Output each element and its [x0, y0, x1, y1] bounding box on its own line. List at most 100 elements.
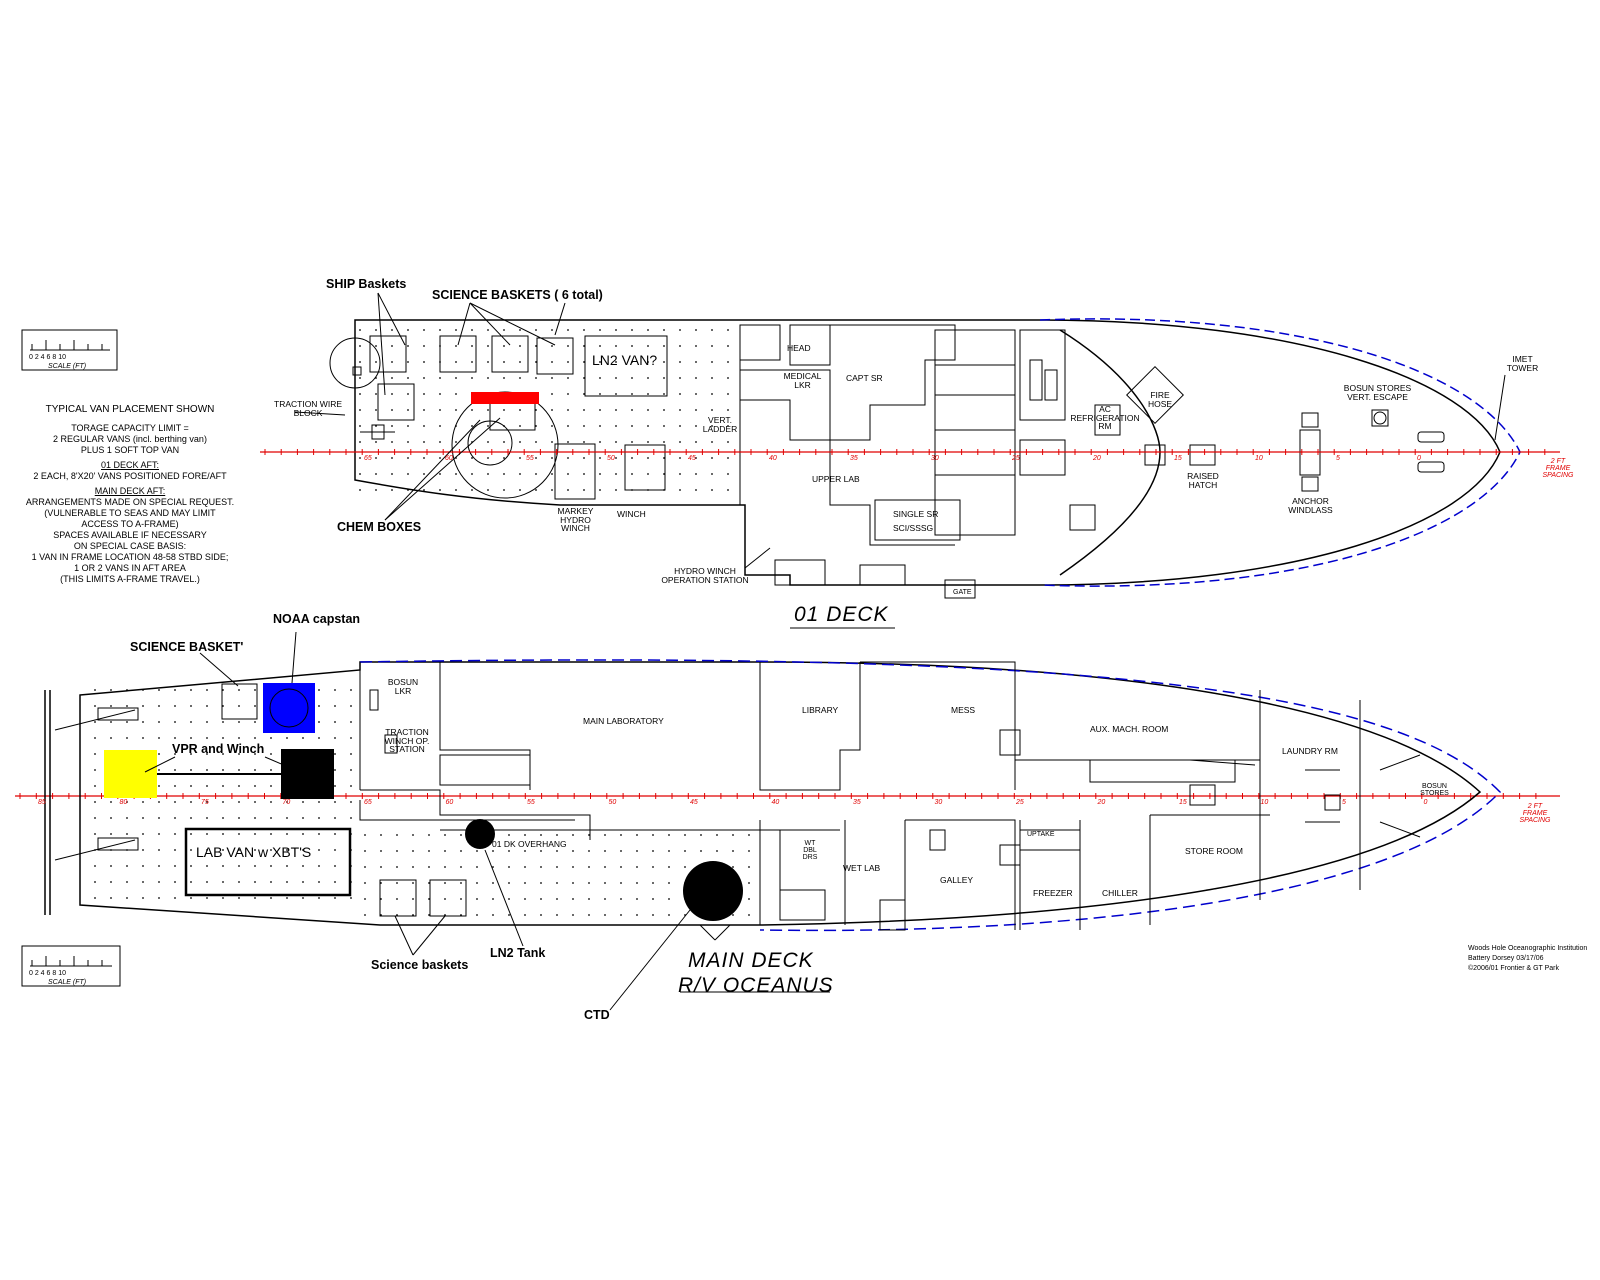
deck-dot [615, 425, 617, 427]
deck-dot [190, 737, 192, 739]
deck-dot [158, 753, 160, 755]
deck-dot [142, 721, 144, 723]
frame-number: 60 [445, 799, 454, 806]
deck-dot [519, 457, 521, 459]
deck-dot [222, 753, 224, 755]
deck-dot [652, 914, 654, 916]
deck-dot [174, 721, 176, 723]
deck-dot [94, 785, 96, 787]
deck-dot [524, 882, 526, 884]
deck-dot [583, 457, 585, 459]
deck-dot [375, 473, 377, 475]
deck-dot [190, 881, 192, 883]
deck-dot [711, 329, 713, 331]
deck-dot [727, 441, 729, 443]
notes-line: 01 DECK AFT: [100, 460, 160, 470]
deck-dot [222, 881, 224, 883]
deck-dot [396, 882, 398, 884]
deck-dot [599, 409, 601, 411]
deck-dot [519, 345, 521, 347]
deck-dot [396, 914, 398, 916]
deck-dot [439, 345, 441, 347]
deck-dot [551, 409, 553, 411]
deck-dot [364, 914, 366, 916]
deck-dot [663, 425, 665, 427]
laundry-label: LAUNDRY RM [1282, 746, 1338, 756]
credit-line: Woods Hole Oceanographic Institution [1468, 945, 1588, 952]
deck-dot [439, 473, 441, 475]
deck-dot [444, 834, 446, 836]
deck-dot [695, 457, 697, 459]
medical-lkr-label: MEDICAL LKR [783, 371, 822, 390]
deck-dot [551, 329, 553, 331]
lab-van-label: LAB VAN w XBT'S [196, 844, 312, 860]
deck-dot [551, 345, 553, 347]
anchor-windlass-label: ANCHOR WINDLASS [1288, 496, 1333, 515]
wet-lab-label: WET LAB [843, 863, 881, 873]
deck01-title: 01 DECK [794, 603, 889, 626]
frame-number: 35 [853, 799, 861, 806]
deck-dot [711, 393, 713, 395]
deck-dot [636, 882, 638, 884]
deck-dot [158, 849, 160, 851]
deck-dot [540, 914, 542, 916]
deck-dot [556, 866, 558, 868]
deck-dot [428, 850, 430, 852]
deck-dot [126, 689, 128, 691]
deck-dot [567, 425, 569, 427]
deck-dot [222, 897, 224, 899]
deck-dot [636, 850, 638, 852]
frame-spacing-label-01: 2 FT FRAME SPACING [1542, 458, 1574, 479]
ln2-van-label: LN2 VAN? [592, 352, 658, 368]
deck-dot [455, 361, 457, 363]
deck-dot [110, 833, 112, 835]
deck-dot [206, 689, 208, 691]
deck-dot [222, 833, 224, 835]
deck-dot [254, 801, 256, 803]
deck-dot [631, 377, 633, 379]
deck-dot [647, 361, 649, 363]
deck-dot [615, 361, 617, 363]
deck-dot [423, 377, 425, 379]
deck-dot [663, 457, 665, 459]
deck-dot [684, 866, 686, 868]
galley-label: GALLEY [940, 875, 974, 885]
deck-dot [359, 377, 361, 379]
deck-dot [94, 881, 96, 883]
deck-dot [663, 409, 665, 411]
deck-dot [359, 425, 361, 427]
deck-dot [174, 769, 176, 771]
notes-title: TYPICAL VAN PLACEMENT SHOWN [45, 404, 215, 415]
deck-dot [615, 377, 617, 379]
deck-dot [407, 457, 409, 459]
deck-dot [567, 329, 569, 331]
deck-dot [407, 393, 409, 395]
chem-boxes-label: CHEM BOXES [337, 520, 422, 534]
deck-dot [94, 769, 96, 771]
deck-dot [444, 882, 446, 884]
deck-dot [695, 409, 697, 411]
deck-dot [126, 881, 128, 883]
deck-dot [158, 737, 160, 739]
deck-dot [238, 833, 240, 835]
notes-line: ARRANGEMENTS MADE ON SPECIAL REQUEST. [25, 497, 235, 507]
deck-dot [318, 721, 320, 723]
deck-dot [206, 833, 208, 835]
deck-dot [423, 473, 425, 475]
deck-dot [142, 817, 144, 819]
frame-number: 55 [527, 799, 535, 806]
deck-dot [615, 473, 617, 475]
deck-dot [551, 489, 553, 491]
deck-dot [318, 897, 320, 899]
deck-dot [190, 865, 192, 867]
imet-tower-label: IMET TOWER [1506, 354, 1539, 373]
science-baskets-label: Science baskets [371, 958, 469, 972]
deck-dot [206, 865, 208, 867]
deck-dot [174, 865, 176, 867]
deck-dot [455, 377, 457, 379]
deck-dot [647, 473, 649, 475]
deck-dot [631, 329, 633, 331]
deck-dot [254, 753, 256, 755]
deck-dot [439, 377, 441, 379]
